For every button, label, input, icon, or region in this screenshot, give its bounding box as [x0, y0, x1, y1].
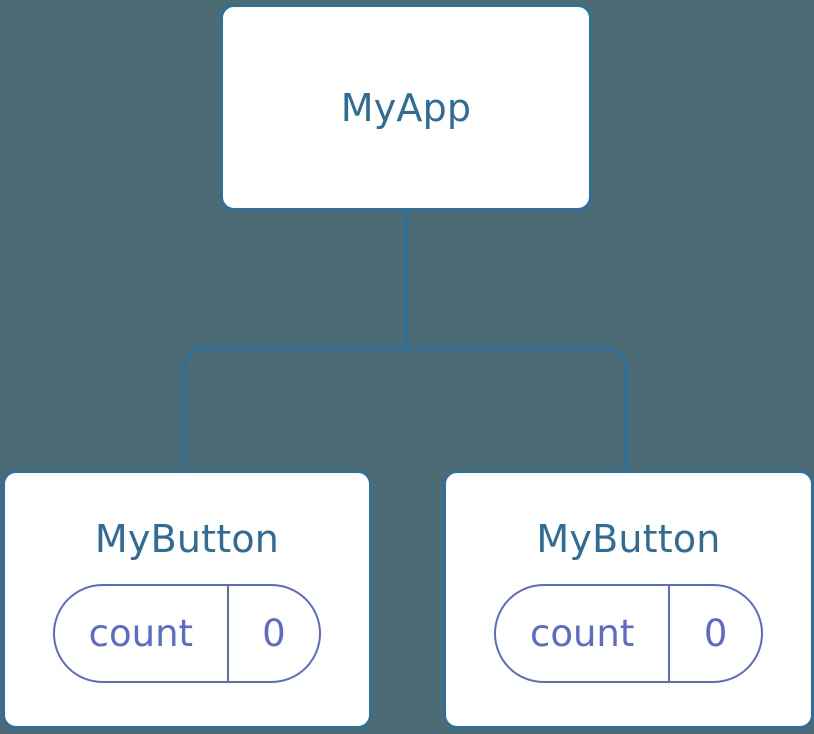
edge-root-to-child-0 — [183, 346, 406, 470]
state-key-child-1: count — [496, 586, 671, 681]
state-pill-child-1[interactable]: count 0 — [494, 584, 763, 683]
state-value-child-1: 0 — [703, 612, 728, 655]
node-title-child-0: MyButton — [94, 517, 280, 561]
tree-node-root[interactable]: MyApp — [220, 4, 592, 211]
node-title-root: MyApp — [340, 85, 472, 130]
state-key-child-0: count — [55, 586, 229, 681]
state-value-child-0: 0 — [262, 612, 286, 655]
edge-root-to-child-1 — [406, 346, 628, 470]
tree-node-child-1[interactable]: MyButton count 0 — [443, 470, 814, 729]
node-title-child-1: MyButton — [536, 517, 721, 561]
state-pill-child-0[interactable]: count 0 — [53, 584, 321, 683]
tree-node-child-0[interactable]: MyButton count 0 — [2, 470, 372, 729]
